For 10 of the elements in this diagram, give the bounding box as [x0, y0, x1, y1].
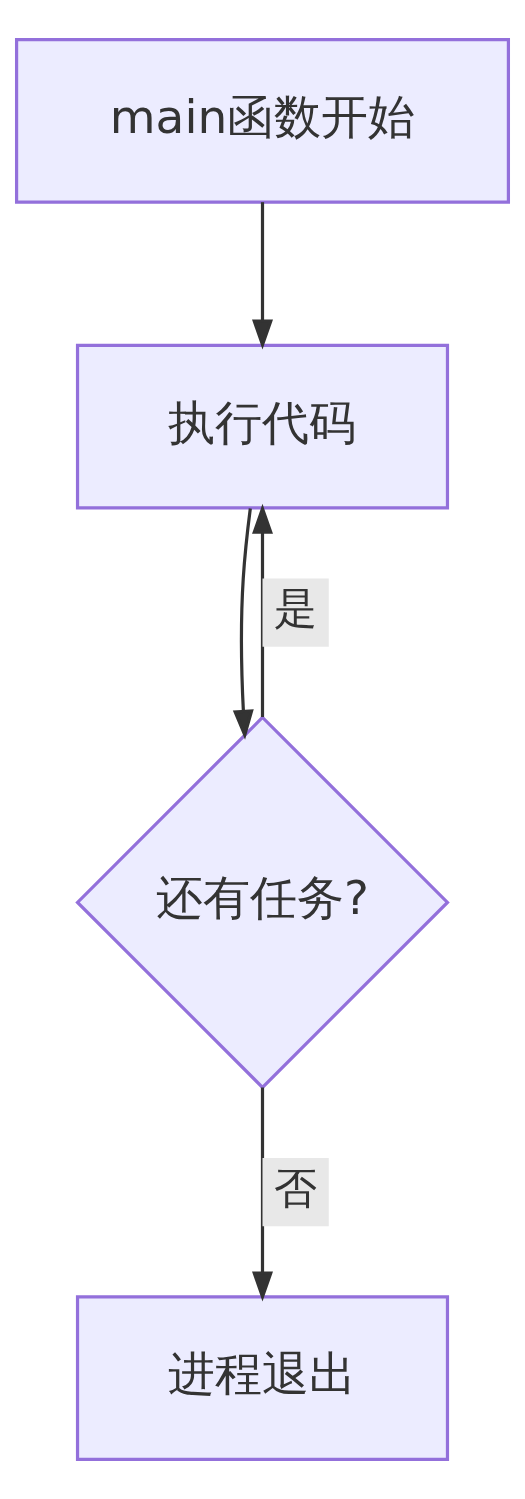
arrow	[232, 508, 254, 740]
arrow	[252, 503, 273, 717]
node-box: main函数开始	[14, 37, 511, 204]
node-box: 进程退出	[75, 1295, 450, 1462]
edge-label: 是	[274, 583, 318, 634]
node-box: 执行代码	[75, 343, 450, 510]
edge-label: 否	[274, 1162, 318, 1213]
arrow	[252, 1087, 273, 1302]
arrow	[252, 202, 273, 350]
node-diamond: 还有任务?	[75, 715, 450, 1090]
